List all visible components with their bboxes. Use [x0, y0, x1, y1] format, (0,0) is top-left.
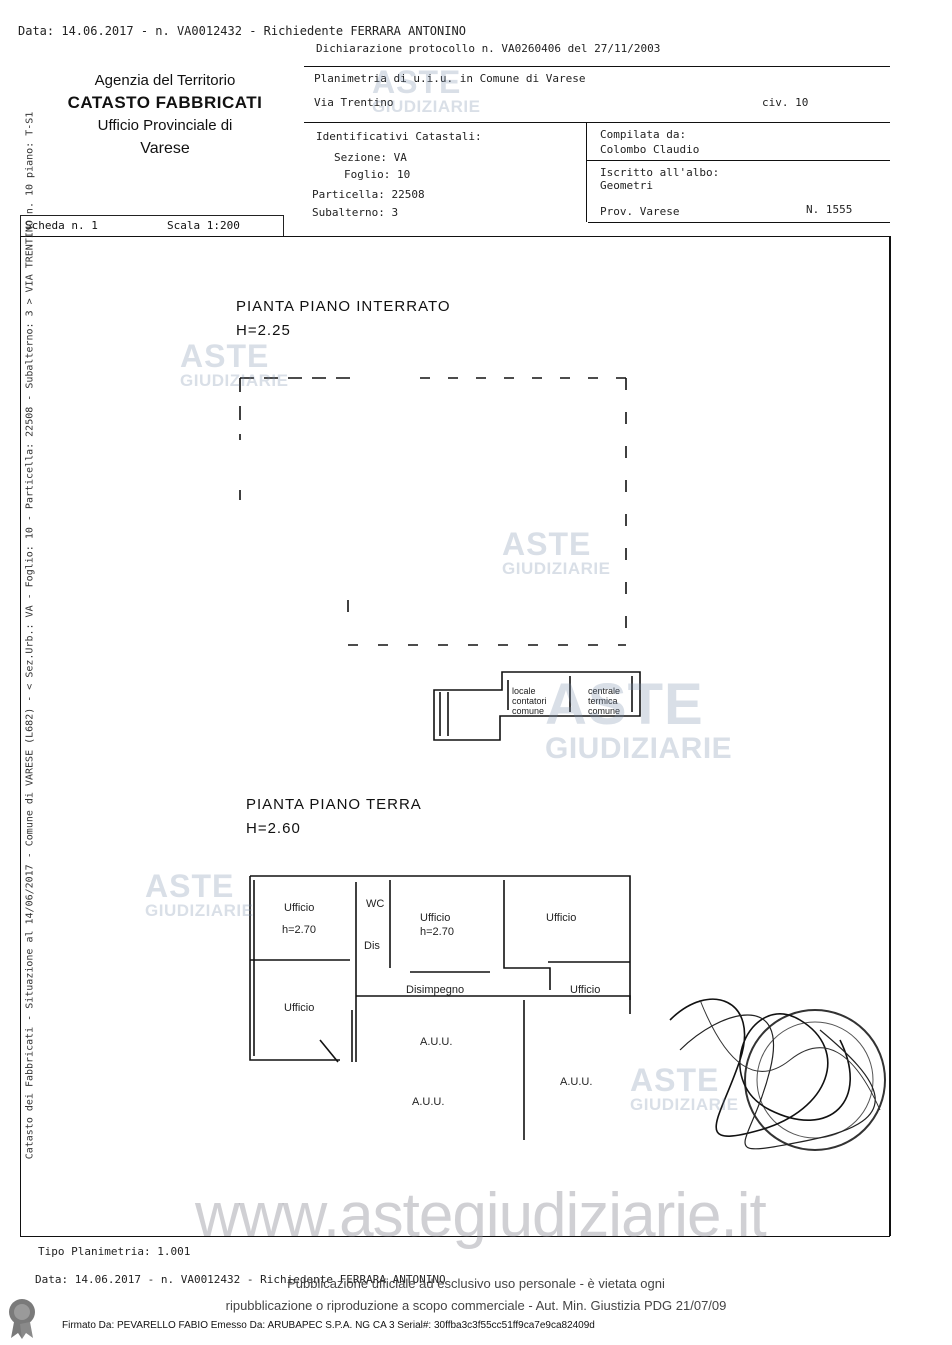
plan-type: Tipo Planimetria: 1.001	[38, 1245, 191, 1258]
room-label: Ufficio	[284, 902, 315, 914]
room-label: Ufficio	[570, 984, 601, 996]
page-frame-top	[20, 236, 890, 237]
compilata-label: Compilata da:	[600, 128, 687, 141]
subalterno: Subalterno: 3	[312, 206, 399, 219]
header-divider	[588, 222, 890, 223]
iscritto-label: Iscritto all'albo:	[600, 166, 720, 179]
scheda-number: Scheda n. 1	[25, 219, 98, 232]
ground-plan-title: PIANTA PIANO TERRA	[246, 796, 422, 813]
watermark-logo: ASTE GIUDIZIARIE	[502, 526, 611, 578]
registration-number: N. 1555	[806, 203, 853, 216]
room-label: A.U.U.	[560, 1076, 593, 1088]
scheda-box: Scheda n. 1 Scala 1:200	[20, 215, 284, 237]
header-divider	[586, 160, 890, 161]
room-label: A.U.U.	[420, 1036, 453, 1048]
room-label: locale contatori comune	[512, 686, 547, 716]
seal-icon	[9, 1299, 35, 1339]
room-label: centrale termica comune	[588, 686, 621, 716]
legal-notice-line2: ripubblicazione o riproduzione a scopo c…	[225, 1298, 727, 1313]
watermark-logo: ASTE GIUDIZIARIE	[372, 64, 481, 116]
watermark-logo: ASTE GIUDIZIARIE	[145, 868, 254, 920]
office-city: Varese	[140, 140, 190, 157]
ground-height: H=2.60	[246, 820, 301, 837]
header-request-line: Data: 14.06.2017 - n. VA0012432 - Richie…	[18, 24, 466, 38]
watermark-logo: ASTE GIUDIZIARIE	[180, 338, 289, 390]
room-label: A.U.U.	[412, 1096, 445, 1108]
scale: Scala 1:200	[167, 219, 240, 232]
page-frame-left	[20, 236, 21, 1236]
province: Prov. Varese	[600, 205, 680, 218]
room-label: Disimpegno	[406, 984, 465, 996]
street-line: Via Trentino	[314, 96, 394, 109]
basement-height: H=2.25	[236, 322, 291, 339]
header-divider	[304, 66, 890, 67]
agency-header: Agenzia del Territorio CATASTO FABBRICAT…	[40, 72, 290, 158]
planimetry-line: Planimetria di u.i.u. in Comune di Vares…	[314, 72, 586, 85]
room-label: WC	[366, 898, 385, 910]
header-divider	[304, 122, 890, 123]
agency-name: Agenzia del Territorio	[94, 72, 236, 89]
stamp-signature	[669, 998, 886, 1151]
foglio: Foglio: 10	[344, 168, 411, 181]
header-divider	[586, 122, 587, 222]
room-height: h=2.70	[420, 926, 454, 938]
room-height: h=2.70	[282, 924, 316, 936]
basement-plan-title: PIANTA PIANO INTERRATO	[236, 298, 451, 315]
room-label: Ufficio	[420, 912, 451, 924]
footer-request-line: Data: 14.06.2017 - n. VA0012432 - Richie…	[35, 1273, 446, 1286]
digital-signature: Firmato Da: PEVARELLO FABIO Emesso Da: A…	[62, 1320, 595, 1331]
room-label: Ufficio	[284, 1002, 315, 1014]
sezione: Sezione: VA	[334, 151, 407, 164]
page-frame-bottom	[20, 1236, 890, 1237]
ident-title: Identificativi Catastali:	[316, 130, 482, 143]
room-label: Ufficio	[546, 912, 577, 924]
room-label: Dis	[364, 940, 380, 952]
office-label: Ufficio Provinciale di	[97, 117, 233, 134]
page-frame-right	[889, 236, 891, 1236]
civic-number: civ. 10	[762, 96, 809, 109]
watermark-logo: ASTE GIUDIZIARIE	[545, 672, 733, 765]
watermark-logo: ASTE GIUDIZIARIE	[630, 1062, 739, 1114]
site-watermark: www.astegiudiziarie.it	[195, 1181, 767, 1250]
iscritto-value: Geometri	[600, 179, 653, 192]
legal-notice-line1: Pubblicazione ufficiale ad esclusivo uso…	[287, 1276, 665, 1291]
particella: Particella: 22508	[312, 188, 425, 201]
compilata-name: Colombo Claudio	[600, 143, 700, 156]
catasto-title: CATASTO FABBRICATI	[67, 93, 263, 112]
protocol-line: Dichiarazione protocollo n. VA0260406 de…	[316, 42, 661, 55]
